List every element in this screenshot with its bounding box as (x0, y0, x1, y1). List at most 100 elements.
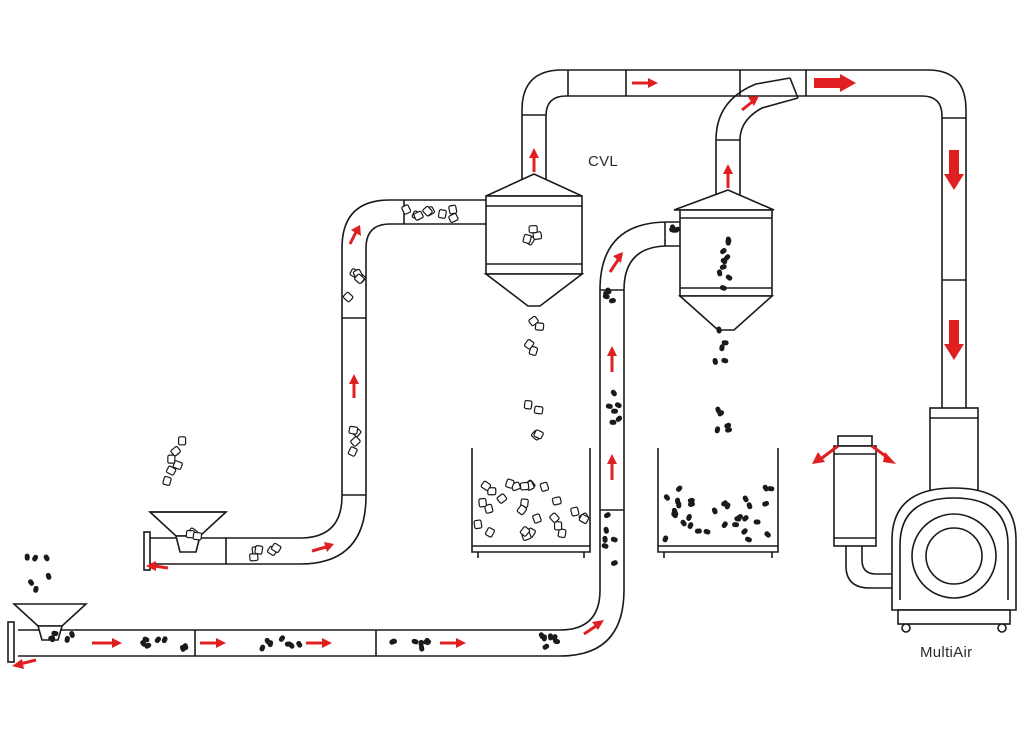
dark-pellet (278, 635, 286, 642)
light-pellet (354, 273, 365, 285)
dark-pellet (390, 638, 397, 645)
dark-pellet (725, 427, 732, 433)
dark-pellet (69, 631, 75, 638)
light-pellet (422, 205, 433, 217)
light-pellet (533, 405, 544, 415)
lower-feed-hopper (7, 603, 89, 663)
dark-pellet (742, 495, 749, 503)
dark-pellet (742, 515, 749, 522)
light-pellet (350, 436, 361, 447)
flow-arrow (146, 561, 169, 571)
dark-pellet (680, 519, 687, 527)
light-pellet (478, 497, 487, 508)
flow-arrow (92, 638, 122, 648)
light-pellet (177, 436, 187, 446)
dark-pellet (603, 512, 611, 519)
dark-pellet (140, 640, 147, 647)
dark-pellet (675, 485, 683, 492)
dark-pellet (615, 415, 623, 423)
dark-pellet (259, 644, 266, 652)
dark-pellet (662, 535, 669, 543)
dark-pellet (712, 357, 718, 365)
light-pellet (348, 425, 359, 435)
multiair-label: MultiAir (920, 644, 973, 661)
dark-pellet (720, 258, 728, 265)
flow-arrow (608, 252, 623, 273)
light-pellet (523, 338, 535, 350)
lower-conveying-line (18, 221, 690, 657)
flow-arrows (12, 74, 964, 669)
flow-arrow (311, 542, 334, 553)
dark-pellet (182, 643, 189, 651)
dark-pellet (703, 528, 711, 535)
light-pellet (473, 519, 483, 530)
cvl-label: CVL (588, 153, 619, 170)
light-pellet (192, 531, 203, 541)
light-pellet (480, 480, 492, 491)
light-pellet (496, 493, 508, 504)
dark-pellet (610, 560, 618, 566)
upper-feed-hopper (143, 511, 229, 571)
left-collection-bin (471, 448, 591, 558)
light-pellet (519, 526, 531, 537)
dark-pellet (267, 640, 274, 648)
dark-pellet (721, 357, 729, 364)
light-pellet (557, 528, 567, 539)
dark-pellet (719, 285, 727, 291)
dark-pellet (721, 340, 729, 346)
dark-pellet (673, 226, 681, 233)
dark-pellet (614, 402, 622, 409)
dark-pellet (288, 642, 295, 649)
dark-pellet (762, 500, 770, 507)
light-pellet (533, 429, 544, 440)
flow-arrow (12, 658, 37, 669)
flow-arrow (200, 638, 226, 648)
light-pellet (553, 521, 563, 531)
dark-pellet (721, 521, 728, 529)
light-pellet (165, 465, 177, 476)
flow-arrow (814, 74, 856, 92)
dark-pellet (611, 408, 619, 414)
dark-pellet (663, 494, 671, 501)
light-pellet (342, 291, 354, 303)
dark-pellet (541, 634, 547, 642)
light-pellet (484, 527, 496, 538)
dark-pellet (721, 500, 728, 507)
right-collection-bin (657, 448, 779, 558)
dark-pellet (686, 513, 692, 521)
light-pellet (170, 445, 181, 457)
dark-pellet (694, 528, 702, 534)
flow-arrow (607, 454, 617, 480)
dark-pellet (547, 633, 554, 641)
dark-pellet (741, 528, 748, 535)
dark-pellet (724, 422, 732, 429)
dark-pellet (720, 247, 727, 255)
dark-pellet (610, 389, 617, 397)
light-pellet (578, 513, 590, 524)
dark-pellet (746, 502, 753, 510)
flow-arrow (871, 444, 896, 464)
flow-arrow (583, 620, 604, 636)
dark-pellet (764, 531, 771, 538)
light-pellet (162, 475, 172, 486)
dark-pellet (711, 507, 718, 515)
light-pellet (528, 345, 539, 356)
light-pellet (534, 322, 545, 331)
dark-pellet (725, 236, 732, 244)
material-pellets (24, 204, 775, 652)
light-pellet (437, 209, 447, 219)
light-pellet (539, 481, 550, 492)
light-pellet (519, 481, 530, 491)
flow-arrow (440, 638, 466, 648)
dark-pellet (608, 298, 616, 304)
light-pellet (523, 399, 533, 410)
light-pellet (254, 544, 264, 555)
flow-arrow (306, 638, 332, 648)
flow-arrow (723, 164, 733, 188)
dark-pellet (419, 644, 425, 652)
dark-pellet (154, 636, 162, 644)
exhaust-filter (833, 435, 892, 589)
dark-pellet (723, 254, 731, 261)
dark-pellet (43, 554, 50, 562)
